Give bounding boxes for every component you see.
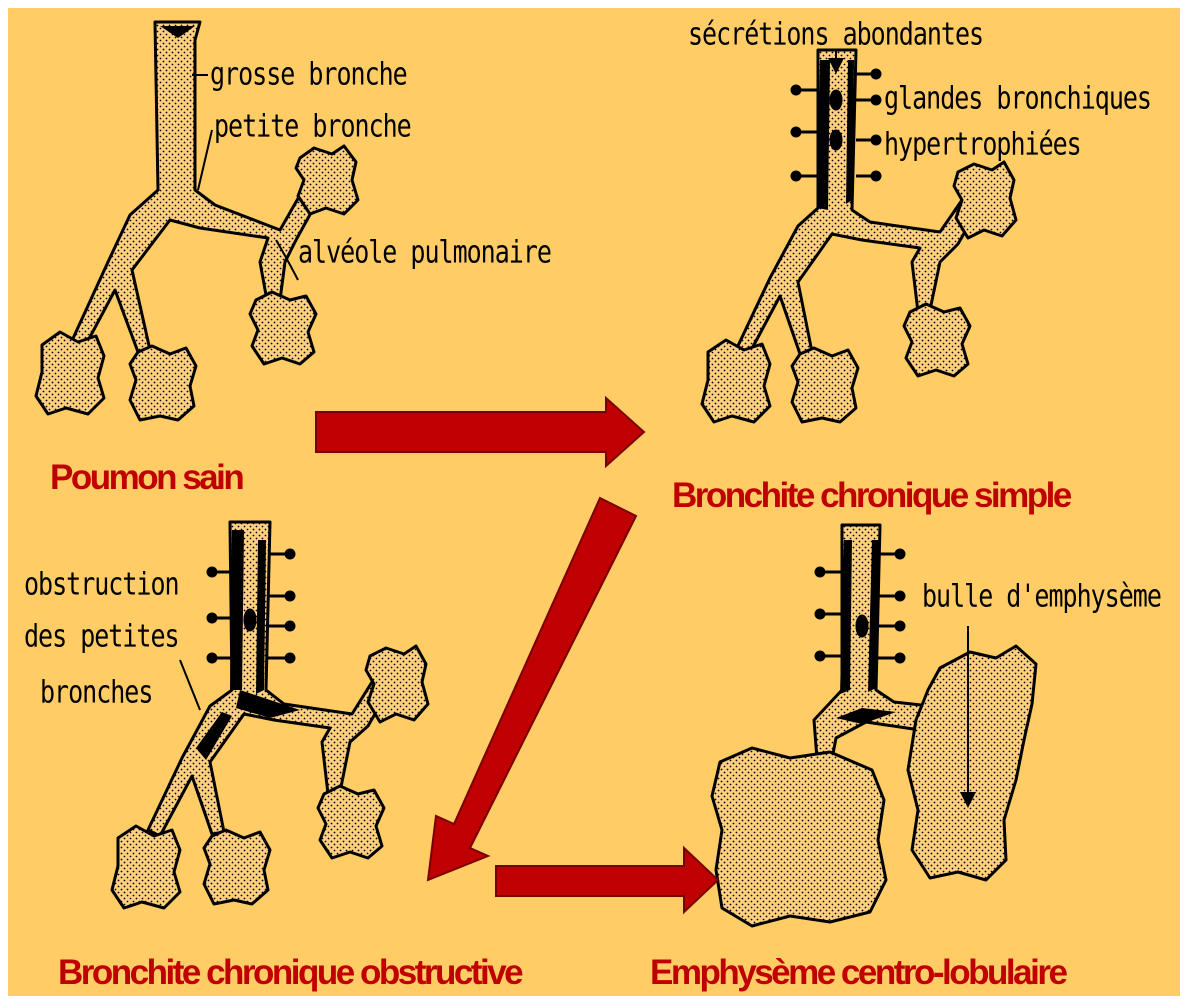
obstructive-alveolus-3 xyxy=(318,786,384,858)
obstructive-alveolus-1 xyxy=(112,826,180,908)
simple-alveolus-1 xyxy=(702,340,770,422)
label-large-bronchus: grosse bronche xyxy=(210,58,407,89)
obstructive-alveolus-4 xyxy=(366,646,428,722)
obstructive-alveolus-2 xyxy=(204,830,270,904)
simple-alveolus-4 xyxy=(954,162,1016,238)
simple-alveolus-3 xyxy=(904,304,970,376)
title-healthy-lung: Poumon sain xyxy=(50,460,242,495)
emphysema-bulla-large xyxy=(712,748,886,926)
label-obstruction-line2: des petites xyxy=(24,620,179,651)
label-obstruction-line3: bronches xyxy=(40,676,152,707)
healthy-alveolus-1 xyxy=(36,332,104,414)
title-obstructive-bronchitis: Bronchite chronique obstructive xyxy=(58,955,521,990)
label-secretions: sécrétions abondantes xyxy=(688,18,983,49)
healthy-alveolus-4 xyxy=(296,146,358,214)
title-simple-bronchitis: Bronchite chronique simple xyxy=(672,478,1070,513)
label-glands-line1: glandes bronchiques xyxy=(884,82,1151,113)
label-alveolus: alvéole pulmonaire xyxy=(298,236,551,267)
label-obstruction-line1: obstruction xyxy=(24,568,179,599)
label-bulla: bulle d'emphysème xyxy=(922,580,1161,611)
simple-alveolus-2 xyxy=(792,348,858,422)
title-emphysema: Emphysème centro-lobulaire xyxy=(650,955,1065,990)
healthy-alveolus-3 xyxy=(250,292,316,364)
label-small-bronchus: petite bronche xyxy=(214,110,411,141)
label-glands-line2: hypertrophiées xyxy=(884,128,1081,159)
healthy-alveolus-2 xyxy=(130,346,196,420)
